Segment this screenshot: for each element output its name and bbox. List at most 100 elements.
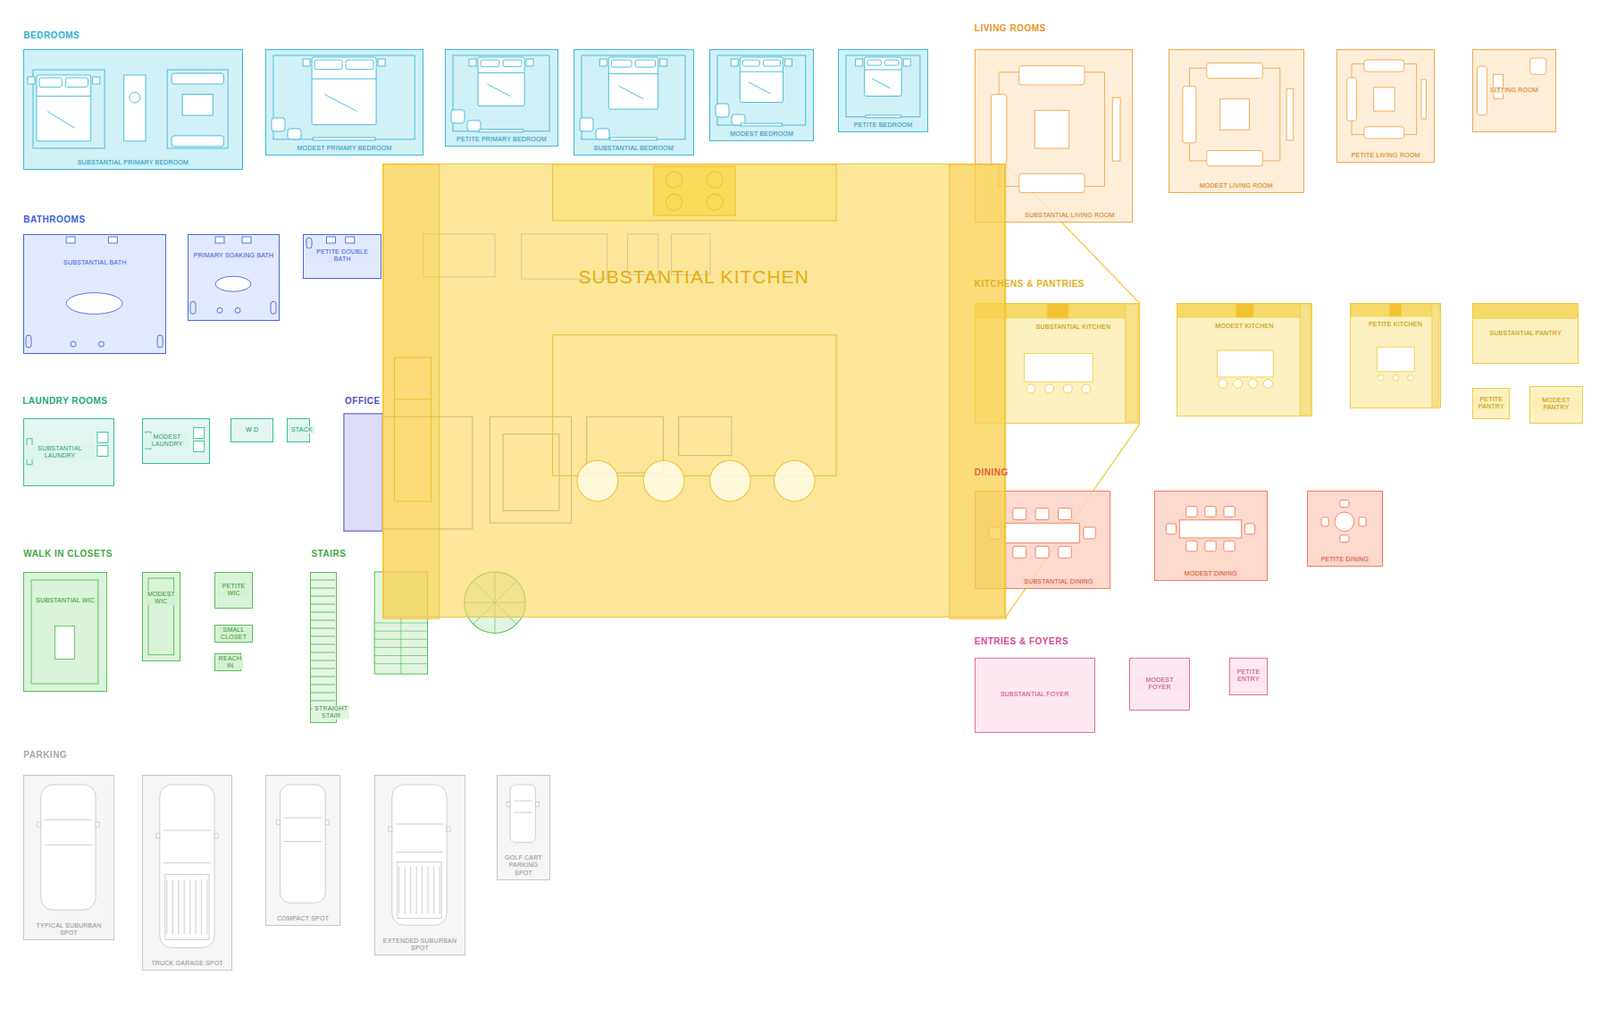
stool bbox=[1044, 384, 1054, 394]
shelf-line bbox=[148, 578, 175, 655]
label-wrap: TYPICAL SUBURBAN SPOT bbox=[25, 921, 112, 937]
pillow bbox=[884, 59, 899, 66]
armchair bbox=[715, 103, 729, 118]
chair bbox=[1186, 541, 1198, 553]
room-tile: SUBSTANTIAL LAUNDRY bbox=[23, 418, 115, 486]
label-wrap: SUBSTANTIAL PANTRY bbox=[1474, 329, 1576, 337]
dryer bbox=[192, 441, 204, 453]
bed bbox=[863, 57, 902, 97]
bed-rib bbox=[421, 866, 423, 914]
overlay-title: SUBSTANTIAL KITCHEN bbox=[383, 266, 1005, 288]
section-heading: LAUNDRY ROOMS bbox=[22, 395, 108, 406]
armchair bbox=[595, 128, 610, 140]
chair bbox=[1083, 527, 1096, 539]
nightstand bbox=[854, 58, 863, 67]
room-label: W D bbox=[243, 426, 260, 434]
furniture-icons bbox=[1169, 50, 1303, 192]
bed-rib bbox=[194, 879, 196, 935]
vehicle-body bbox=[392, 784, 447, 925]
blanket-crease bbox=[324, 93, 357, 111]
toilet bbox=[306, 237, 312, 249]
blanket-crease bbox=[47, 111, 75, 128]
room-tile: PETITE DINING bbox=[1306, 490, 1383, 567]
stair-tread bbox=[310, 635, 336, 637]
nightstand bbox=[730, 58, 738, 67]
room-tile: GOLF CART PARKING SPOT bbox=[496, 774, 550, 880]
room-label: EXTENDED SUBURBAN SPOT bbox=[376, 937, 463, 952]
label-wrap: STACK bbox=[289, 426, 308, 434]
dresser bbox=[312, 137, 376, 141]
armchair bbox=[579, 117, 594, 132]
label-wrap: PETITE PRIMARY BEDROOM bbox=[447, 135, 556, 143]
washer bbox=[192, 427, 204, 439]
nightstand bbox=[526, 58, 534, 67]
stool bbox=[1407, 374, 1415, 381]
stool bbox=[1392, 374, 1399, 381]
chair bbox=[1057, 508, 1072, 520]
furniture-icons bbox=[574, 50, 693, 154]
furniture-icons bbox=[445, 50, 557, 146]
round-table bbox=[1334, 511, 1355, 532]
label-wrap: SITTING ROOM bbox=[1474, 86, 1554, 94]
chair bbox=[1186, 506, 1198, 518]
bed-rib bbox=[206, 879, 208, 935]
sofa bbox=[990, 94, 1006, 165]
room-label: TRUCK GARAGE SPOT bbox=[149, 959, 225, 967]
chair bbox=[1223, 541, 1235, 553]
room-label: MODEST PRIMARY BEDROOM bbox=[295, 144, 394, 152]
room-label: TYPICAL SUBURBAN SPOT bbox=[25, 921, 112, 937]
stair-tread bbox=[310, 659, 336, 661]
furniture-icons bbox=[266, 775, 340, 924]
bar-stool bbox=[710, 460, 752, 502]
island bbox=[1024, 353, 1094, 383]
vehicle-body bbox=[159, 784, 215, 948]
chair bbox=[1035, 546, 1049, 559]
chair bbox=[1057, 546, 1072, 559]
nightstand bbox=[784, 58, 792, 67]
label-wrap: EXTENDED SUBURBAN SPOT bbox=[376, 937, 463, 952]
chair bbox=[1013, 508, 1027, 520]
side-counter bbox=[1125, 303, 1140, 422]
room-tile: SUBSTANTIAL WIC bbox=[23, 571, 108, 693]
island bbox=[55, 625, 76, 659]
vehicle-body bbox=[279, 784, 326, 903]
room-label: SUBSTANTIAL WIC bbox=[33, 596, 97, 604]
side-counter bbox=[1432, 303, 1440, 407]
tub bbox=[66, 292, 123, 314]
label-wrap: PETITE LIVING ROOM bbox=[1339, 151, 1433, 160]
mirror bbox=[37, 821, 42, 827]
chair bbox=[1321, 517, 1329, 527]
label-wrap: MODEST BEDROOM bbox=[712, 130, 813, 138]
dresser bbox=[740, 123, 782, 126]
section-heading: BATHROOMS bbox=[23, 214, 85, 225]
bed-rib bbox=[201, 879, 202, 935]
furniture-icons bbox=[1307, 491, 1382, 565]
room-label: SUBSTANTIAL DINING bbox=[1021, 578, 1095, 586]
nightstand bbox=[377, 58, 386, 67]
furniture-icons bbox=[24, 572, 106, 691]
blanket-fold bbox=[608, 73, 658, 75]
sofa bbox=[1477, 66, 1488, 116]
room-tile: SMALL CLOSET bbox=[214, 624, 253, 643]
room-label: SUBSTANTIAL KITCHEN bbox=[1034, 323, 1114, 331]
furniture-icons bbox=[188, 234, 278, 319]
sofa bbox=[1364, 126, 1405, 139]
mirror bbox=[325, 820, 329, 825]
nightstand bbox=[27, 76, 35, 84]
stair-tread bbox=[310, 643, 336, 645]
bar-stool bbox=[774, 460, 816, 502]
room-tile: MODEST LIVING ROOM bbox=[1168, 49, 1305, 193]
bed-rib bbox=[166, 879, 168, 935]
pillow bbox=[480, 59, 500, 68]
armchair bbox=[1530, 58, 1547, 75]
media-console bbox=[1286, 88, 1294, 141]
office-tile bbox=[343, 413, 383, 531]
room-label: MODEST WIC bbox=[144, 590, 178, 605]
stair-tread bbox=[310, 619, 336, 620]
stair-tread bbox=[310, 586, 336, 588]
room-tile: SUBSTANTIAL BEDROOM bbox=[573, 49, 695, 156]
mirror bbox=[536, 801, 540, 806]
plant bbox=[129, 92, 141, 103]
dresser bbox=[478, 129, 524, 133]
bed-rib bbox=[183, 879, 185, 935]
